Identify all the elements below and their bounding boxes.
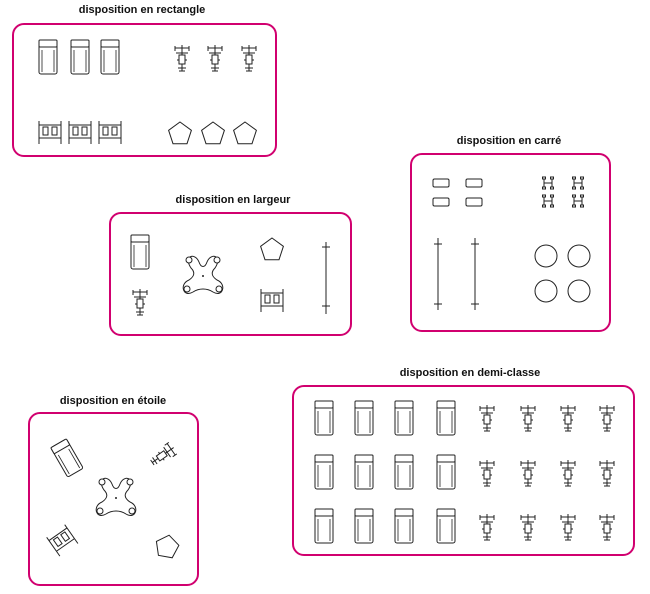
- clover-station-icon: [182, 255, 224, 294]
- panel-demi-classe: [292, 385, 635, 556]
- exercise-bike-icon: [132, 288, 148, 316]
- exercise-bike-icon: [147, 441, 179, 469]
- exercise-bike-icon: [174, 44, 257, 72]
- rower-icon: [38, 120, 122, 145]
- bar-icon: [322, 242, 330, 314]
- pentagon-table-icon: [153, 532, 181, 560]
- round-mat-icon: [534, 244, 591, 303]
- rower-icon: [260, 288, 284, 313]
- treadmill-icon: [50, 438, 84, 478]
- treadmill-icon: [38, 39, 120, 75]
- rect-mat-icon: [432, 178, 483, 207]
- title-demi-classe: disposition en demi-classe: [399, 367, 541, 379]
- panel-largeur: [109, 212, 352, 336]
- hbar-icon: [542, 176, 584, 208]
- clover-station-icon: [95, 477, 137, 516]
- title-largeur: disposition en largeur: [175, 194, 291, 206]
- title-carre: disposition en carré: [456, 135, 562, 147]
- pentagon-table-icon: [168, 121, 257, 145]
- treadmill-icon: [130, 234, 150, 270]
- bar-icon: [434, 238, 479, 310]
- exercise-bike-icon: [479, 404, 615, 541]
- pentagon-table-icon: [260, 237, 284, 261]
- title-rectangle: disposition en rectangle: [78, 4, 206, 16]
- rower-icon: [46, 524, 79, 557]
- title-etoile: disposition en étoile: [59, 395, 167, 407]
- treadmill-icon: [314, 400, 456, 544]
